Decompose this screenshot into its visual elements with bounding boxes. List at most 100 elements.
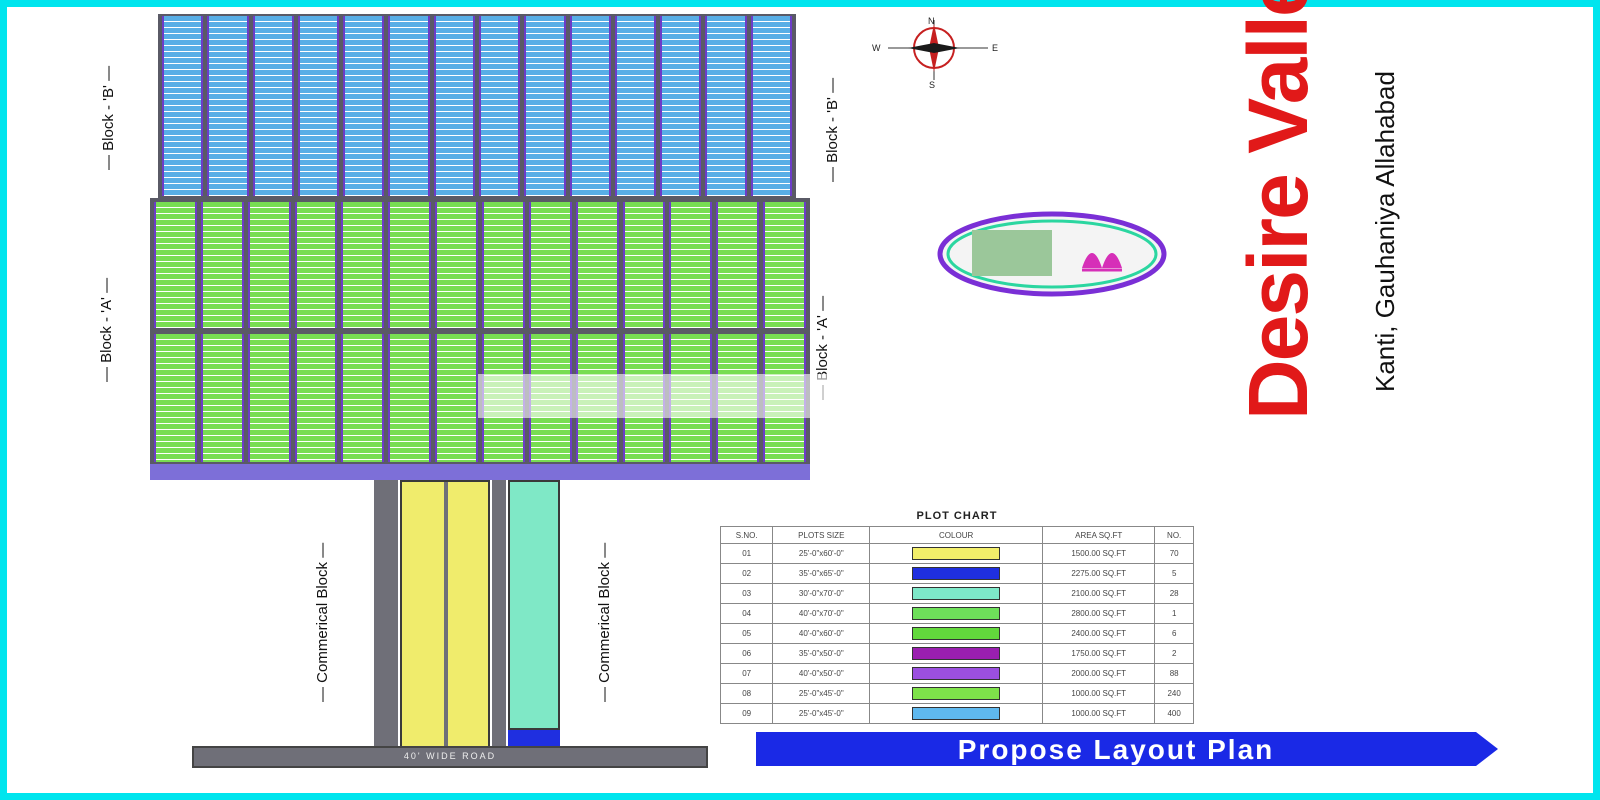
compass-n: N [928, 16, 935, 26]
commercial-block-teal [508, 480, 560, 730]
plot-strip [614, 16, 657, 196]
plot-chart-cell-size: 35'-0"x50'-0" [772, 643, 871, 664]
plot-strip [622, 202, 666, 328]
colour-swatch [912, 607, 1001, 620]
header-no: NO. [1154, 526, 1194, 544]
plot-strip [341, 334, 385, 462]
plot-strip [294, 334, 338, 462]
plot-chart-cell-area: 1000.00 SQ.FT [1042, 703, 1156, 724]
project-title: Desire Valley [1231, 0, 1325, 420]
plot-chart-cell-no: 28 [1154, 583, 1194, 604]
plot-chart-cell-size: 40'-0"x60'-0" [772, 623, 871, 644]
plot-strip [154, 334, 197, 462]
commercial-right-label: — Commerical Block — [596, 542, 613, 702]
plot-chart-cell-size: 35'-0"x65'-0" [772, 563, 871, 584]
plot-chart-header: S.NO. PLOTS SIZE COLOUR AREA SQ.FT NO. [719, 526, 1194, 544]
block-b-left-label: — Block - 'B' — [100, 65, 117, 170]
commercial-left-label: — Commerical Block — [314, 542, 331, 702]
plot-strip [388, 16, 430, 196]
plot-chart-cell-colour [869, 623, 1044, 644]
plot-strip [388, 334, 432, 462]
plot-chart-cell-colour [869, 603, 1044, 624]
watermark-patch [478, 374, 858, 418]
plot-chart-cell-area: 1000.00 SQ.FT [1042, 683, 1156, 704]
plot-chart-cell-no: 6 [1154, 623, 1194, 644]
plot-strip [247, 334, 291, 462]
plot-strip [660, 16, 702, 196]
plot-chart-cell-sno: 02 [719, 563, 774, 584]
plot-chart-cell-sno: 05 [719, 623, 774, 644]
plot-chart-cell-colour [869, 683, 1044, 704]
plot-chart-cell-sno: 09 [719, 703, 774, 724]
plot-chart-cell-size: 25'-0"x45'-0" [772, 683, 871, 704]
colour-swatch [912, 587, 1001, 600]
plot-chart-title: PLOT CHART [916, 510, 998, 522]
plot-chart-cell-sno: 07 [719, 663, 774, 684]
plot-strip [252, 16, 294, 196]
commercial-block-blue [508, 730, 560, 750]
plot-chart-cell-colour [869, 643, 1044, 664]
plot-strip [716, 202, 760, 328]
plot-chart-cell-no: 5 [1154, 563, 1194, 584]
plot-strip [524, 16, 566, 196]
main-road-label: 40' WIDE ROAD [403, 751, 497, 761]
compass-e: E [992, 43, 998, 53]
colour-swatch [912, 627, 1001, 640]
plot-chart-cell-colour [869, 543, 1044, 564]
plot-strip [750, 16, 792, 196]
plot-chart-cell-colour [869, 563, 1044, 584]
plot-chart-cell-size: 25'-0"x45'-0" [772, 703, 871, 724]
plot-strip [479, 16, 521, 196]
plot-strip [669, 202, 713, 328]
plot-chart-cell-size: 25'-0"x60'-0" [772, 543, 871, 564]
plot-chart-cell-colour [869, 703, 1044, 724]
plot-strip [388, 202, 432, 328]
company-logo-icon [937, 211, 1167, 297]
plot-strip [435, 334, 478, 462]
header-colour: COLOUR [869, 526, 1044, 544]
plot-chart-cell-sno: 08 [719, 683, 774, 704]
plot-chart-cell-colour [869, 583, 1044, 604]
block-a-bottom-row [150, 464, 810, 480]
plot-chart-cell-no: 400 [1154, 703, 1194, 724]
block-a-left-label: — Block - 'A' — [98, 277, 115, 382]
plot-chart-cell-area: 2000.00 SQ.FT [1042, 663, 1156, 684]
layout-plan-banner: Propose Layout Plan [756, 732, 1498, 766]
block-b-area [158, 14, 796, 198]
colour-swatch [912, 547, 1001, 560]
plot-strip [435, 202, 478, 328]
plot-strip [343, 16, 385, 196]
plot-strip [247, 202, 291, 328]
plot-chart-cell-no: 240 [1154, 683, 1194, 704]
commercial-block-yellow [400, 480, 490, 750]
colour-swatch [912, 667, 1001, 680]
plot-chart-cell-no: 1 [1154, 603, 1194, 624]
plot-chart-cell-no: 88 [1154, 663, 1194, 684]
plot-chart-cell-size: 30'-0"x70'-0" [772, 583, 871, 604]
banner-text: Propose Layout Plan [957, 734, 1275, 765]
plot-strip [294, 202, 338, 328]
plot-chart-cell-sno: 03 [719, 583, 774, 604]
plot-chart-cell-no: 2 [1154, 643, 1194, 664]
plot-chart-cell-area: 1500.00 SQ.FT [1042, 543, 1156, 564]
plot-strip [705, 16, 747, 196]
colour-swatch [912, 647, 1001, 660]
plot-chart-cell-size: 40'-0"x70'-0" [772, 603, 871, 624]
header-size: PLOTS SIZE [772, 526, 871, 544]
plot-strip [433, 16, 475, 196]
plot-strip [200, 202, 244, 328]
block-a-area [150, 198, 810, 480]
header-area: AREA SQ.FT [1042, 526, 1156, 544]
plot-strip [207, 16, 249, 196]
plot-strip [528, 202, 572, 328]
compass-w: W [872, 43, 881, 53]
plot-strip [341, 202, 385, 328]
